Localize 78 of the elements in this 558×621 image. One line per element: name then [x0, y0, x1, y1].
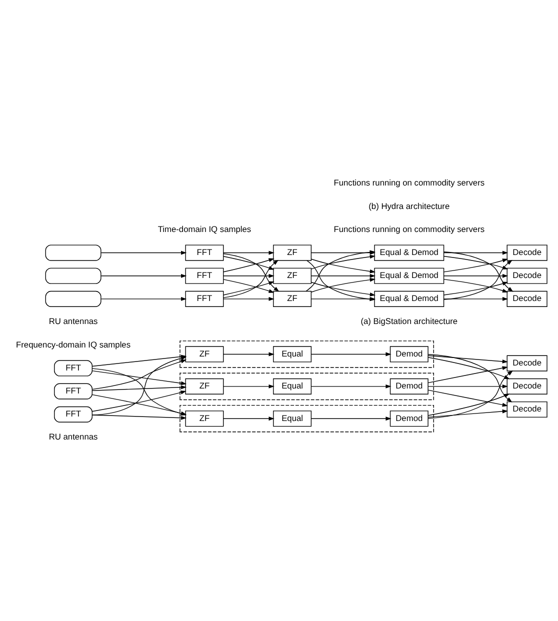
node-box: FFT	[185, 244, 224, 261]
node-box	[45, 290, 102, 307]
arrow	[223, 260, 279, 298]
arrow	[100, 274, 187, 278]
node-box: ZF	[273, 268, 312, 284]
arrow	[223, 279, 274, 293]
label: Functions running on commodity servers	[334, 178, 485, 188]
node-box: ZF	[185, 378, 224, 394]
node-box: Decode	[506, 378, 548, 394]
arrow	[223, 352, 274, 356]
arrow	[444, 274, 508, 278]
arrow	[223, 281, 274, 296]
node-box: ZF	[185, 410, 224, 427]
node-box: Decode	[506, 355, 548, 372]
arrow	[92, 390, 186, 412]
arrow	[92, 360, 187, 390]
node-box: FFT	[54, 406, 93, 422]
arrow	[311, 282, 376, 296]
node-box: Equal & Demod	[374, 244, 444, 261]
label: (b) Hydra architecture	[368, 200, 450, 211]
label: Time-domain IQ samples	[158, 224, 252, 234]
arrow	[444, 297, 508, 301]
arrow	[444, 256, 508, 270]
arrow	[223, 416, 274, 421]
arrow	[223, 297, 274, 301]
label: Frequency-domain IQ samples	[16, 339, 131, 350]
arrow	[444, 252, 514, 292]
node-box: ZF	[273, 290, 312, 307]
node-box: Equal & Demod	[374, 290, 444, 307]
node-box: FFT	[54, 360, 93, 376]
label: (a) BigStation architecture	[360, 316, 458, 326]
arrow	[100, 250, 187, 255]
label: Functions running on commodity servers	[334, 224, 485, 234]
arrow	[428, 354, 512, 402]
arrow	[444, 250, 508, 255]
node-box: ZF	[185, 346, 224, 362]
node-box: Demod	[390, 410, 428, 427]
node-box: FFT	[54, 383, 93, 400]
arrow	[223, 253, 280, 292]
arrow	[311, 258, 376, 274]
node-box: Decode	[506, 244, 548, 261]
arrow	[428, 370, 514, 419]
arrow	[428, 366, 508, 384]
label: RU antennas	[48, 432, 98, 442]
node-box: Demod	[390, 346, 428, 362]
node-box: Decode	[506, 401, 548, 418]
arrow	[428, 355, 508, 364]
arrow	[223, 250, 274, 255]
arrow	[428, 357, 510, 380]
arrow	[443, 258, 508, 272]
arrow	[92, 385, 187, 391]
arrow	[92, 370, 187, 386]
arrow	[428, 409, 508, 418]
node-box: Equal	[273, 346, 312, 362]
node-box: Equal	[273, 410, 312, 427]
node-box: Decode	[506, 268, 548, 284]
arrow	[428, 384, 508, 388]
arrow	[444, 260, 512, 300]
node-box	[45, 244, 102, 261]
node-box	[45, 268, 102, 284]
label: RU antennas	[48, 316, 98, 326]
node-box: Equal & Demod	[374, 268, 444, 284]
arrow	[310, 278, 376, 292]
arrow	[310, 254, 376, 270]
node-box: ZF	[273, 244, 312, 261]
arrow	[310, 416, 392, 421]
node-box: FFT	[185, 290, 224, 307]
arrow	[310, 352, 392, 356]
node-box: Demod	[390, 378, 428, 394]
arrow	[310, 384, 392, 388]
node-box: Decode	[506, 290, 548, 307]
arrow	[310, 274, 376, 278]
arrow	[428, 390, 508, 407]
node-box: Equal	[273, 378, 312, 394]
arrow	[100, 297, 187, 301]
node-box: FFT	[185, 268, 224, 284]
arrow	[223, 274, 274, 278]
arrow	[223, 384, 274, 388]
